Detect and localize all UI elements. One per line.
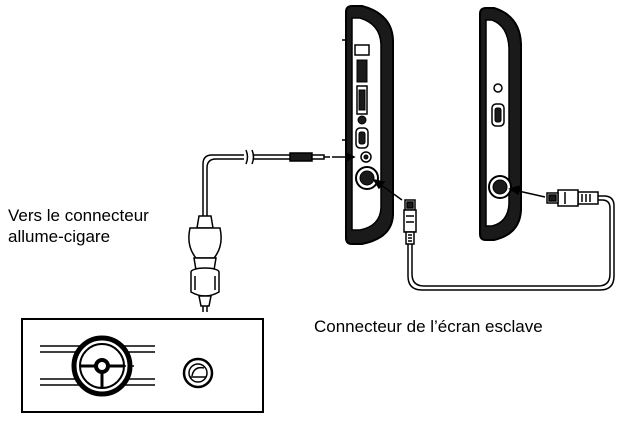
car-dashboard-box [21,318,264,413]
power-cable [202,149,356,216]
main-screen-device [342,5,394,245]
cigarette-lighter-socket-icon [182,357,214,389]
car-adapter-plug [188,215,222,312]
slave-screen-device [479,7,522,241]
slave-screen-connector-label: Connecteur de l’écran esclave [314,317,543,336]
cigarette-connector-label: Vers le connecteur allume-cigare [8,205,149,247]
steering-wheel-icon [71,335,134,397]
usb-connector-icon [546,189,599,207]
usb-connector-icon [403,199,417,245]
link-cable [372,178,615,291]
cigarette-connector-label-line2: allume-cigare [8,227,111,246]
cigarette-connector-label-line1: Vers le connecteur [8,206,149,225]
